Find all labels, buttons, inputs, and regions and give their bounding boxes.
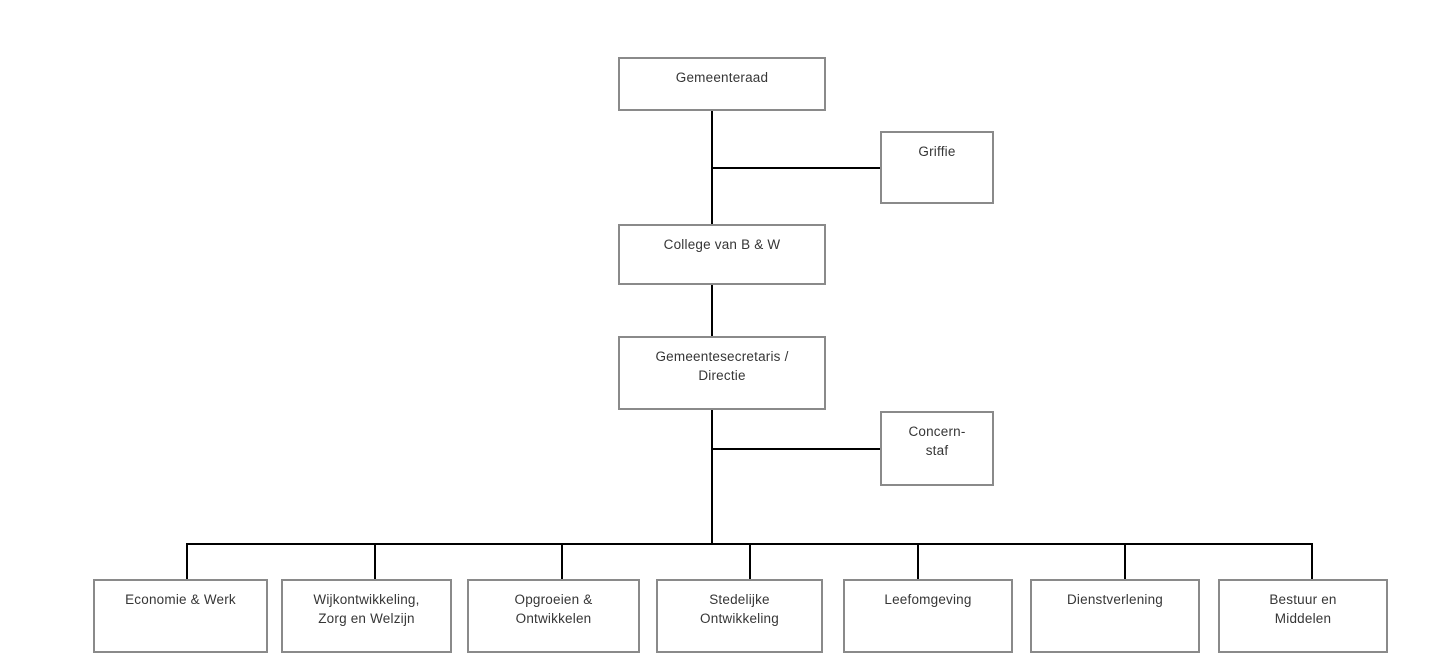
- node-leefomgeving-label: Leefomgeving: [884, 592, 972, 607]
- node-opgroeien-ontwikkelen-label: Opgroeien & Ontwikkelen: [514, 592, 593, 626]
- connector-drop-opgroeien: [561, 543, 563, 579]
- connector-secretaris-to-bus: [711, 409, 713, 545]
- node-wijkontwikkeling-zorg-welzijn-label: Wijkontwikkeling, Zorg en Welzijn: [313, 592, 420, 626]
- connector-drop-bestuur: [1311, 543, 1313, 579]
- node-leefomgeving: Leefomgeving: [843, 579, 1013, 653]
- node-gemeentesecretaris-directie: Gemeentesecretaris / Directie: [618, 336, 826, 410]
- node-bestuur-middelen: Bestuur en Middelen: [1218, 579, 1388, 653]
- node-stedelijke-ontwikkeling: Stedelijke Ontwikkeling: [656, 579, 823, 653]
- connector-drop-economie: [186, 543, 188, 579]
- node-gemeenteraad-label: Gemeenteraad: [675, 70, 769, 85]
- node-concernstaf: Concern- staf: [880, 411, 994, 486]
- connector-drop-wijk: [374, 543, 376, 579]
- connector-branch-griffie: [711, 167, 881, 169]
- node-opgroeien-ontwikkelen: Opgroeien & Ontwikkelen: [467, 579, 640, 653]
- node-dienstverlening-label: Dienstverlening: [1066, 592, 1164, 607]
- connector-drop-leefomgeving: [917, 543, 919, 579]
- connector-college-to-secretaris: [711, 285, 713, 337]
- node-concernstaf-label: Concern- staf: [908, 424, 966, 458]
- node-economie-werk: Economie & Werk: [93, 579, 268, 653]
- node-wijkontwikkeling-zorg-welzijn: Wijkontwikkeling, Zorg en Welzijn: [281, 579, 452, 653]
- connector-drop-stedelijk: [749, 543, 751, 579]
- connector-branch-concernstaf: [711, 448, 881, 450]
- node-gemeentesecretaris-directie-label: Gemeentesecretaris / Directie: [655, 349, 789, 383]
- node-gemeenteraad: Gemeenteraad: [618, 57, 826, 111]
- node-dienstverlening: Dienstverlening: [1030, 579, 1200, 653]
- connector-drop-dienstverlening: [1124, 543, 1126, 579]
- node-stedelijke-ontwikkeling-label: Stedelijke Ontwikkeling: [700, 592, 779, 626]
- node-college-van-bw-label: College van B & W: [663, 237, 781, 252]
- node-college-van-bw: College van B & W: [618, 224, 826, 285]
- node-griffie-label: Griffie: [918, 144, 956, 159]
- node-bestuur-middelen-label: Bestuur en Middelen: [1269, 592, 1337, 626]
- node-griffie: Griffie: [880, 131, 994, 204]
- node-economie-werk-label: Economie & Werk: [125, 592, 236, 607]
